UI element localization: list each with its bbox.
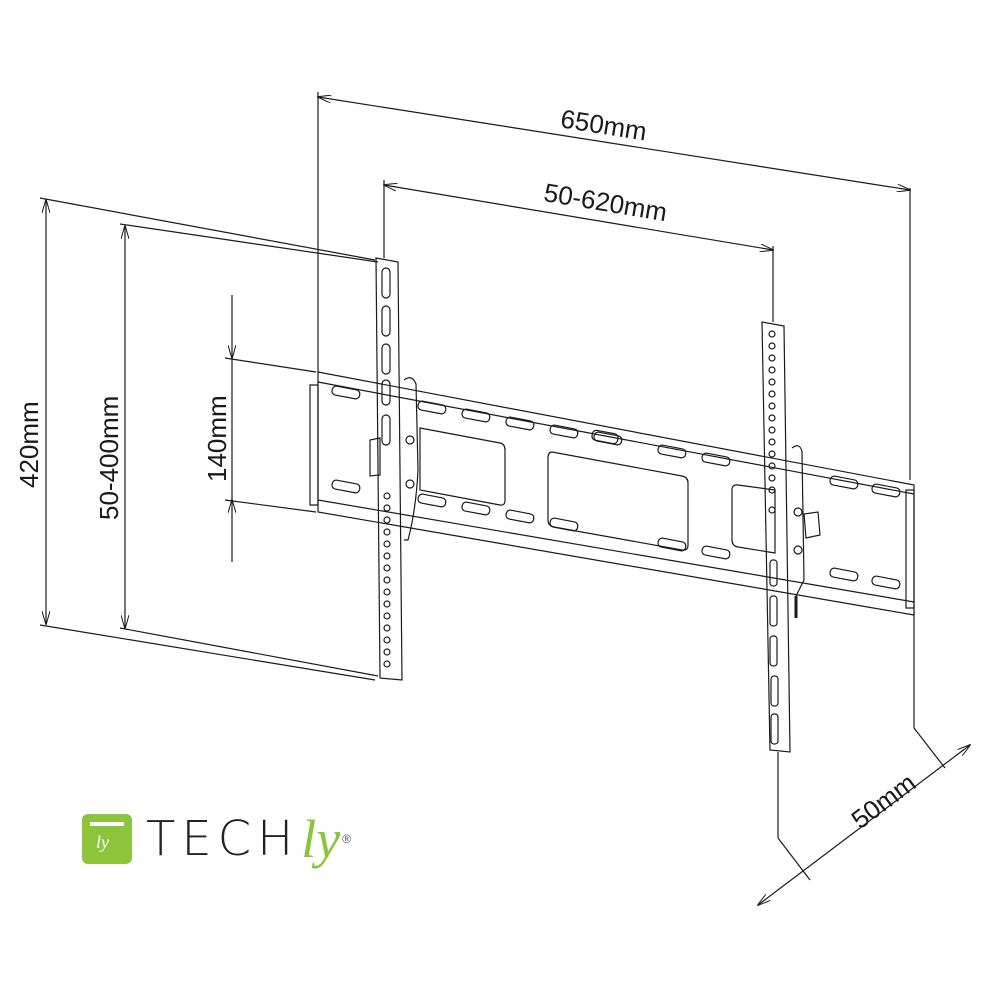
label-140mm: 140mm	[202, 395, 232, 482]
dimension-140mm	[224, 295, 317, 562]
logo-word: TECH	[146, 811, 300, 867]
registered-mark: ®	[342, 832, 352, 846]
label-50-620mm: 50-620mm	[542, 177, 670, 227]
right-arm	[761, 321, 821, 753]
logo-mark-icon: ly	[82, 814, 132, 864]
dimension-50mm	[758, 612, 970, 905]
plate-slots-top	[331, 385, 901, 498]
wall-plate	[309, 371, 915, 616]
dimension-50-620mm	[384, 180, 773, 322]
dimension-420mm	[39, 197, 376, 681]
dimension-50-400mm	[119, 223, 379, 677]
plate-slots-bottom	[331, 479, 901, 590]
dimension-650mm	[318, 92, 910, 480]
label-50-400mm: 50-400mm	[94, 396, 124, 520]
label-420mm: 420mm	[14, 401, 44, 488]
left-arm-holes	[383, 492, 391, 668]
logo-suffix: ly	[301, 809, 341, 869]
left-arm	[369, 257, 419, 681]
label-50mm: 50mm	[846, 767, 922, 834]
logo-mark-text: ly	[96, 832, 109, 852]
label-650mm: 650mm	[559, 103, 649, 146]
right-arm-holes	[768, 330, 776, 514]
techly-logo: ly TECH ly ®	[82, 808, 351, 870]
